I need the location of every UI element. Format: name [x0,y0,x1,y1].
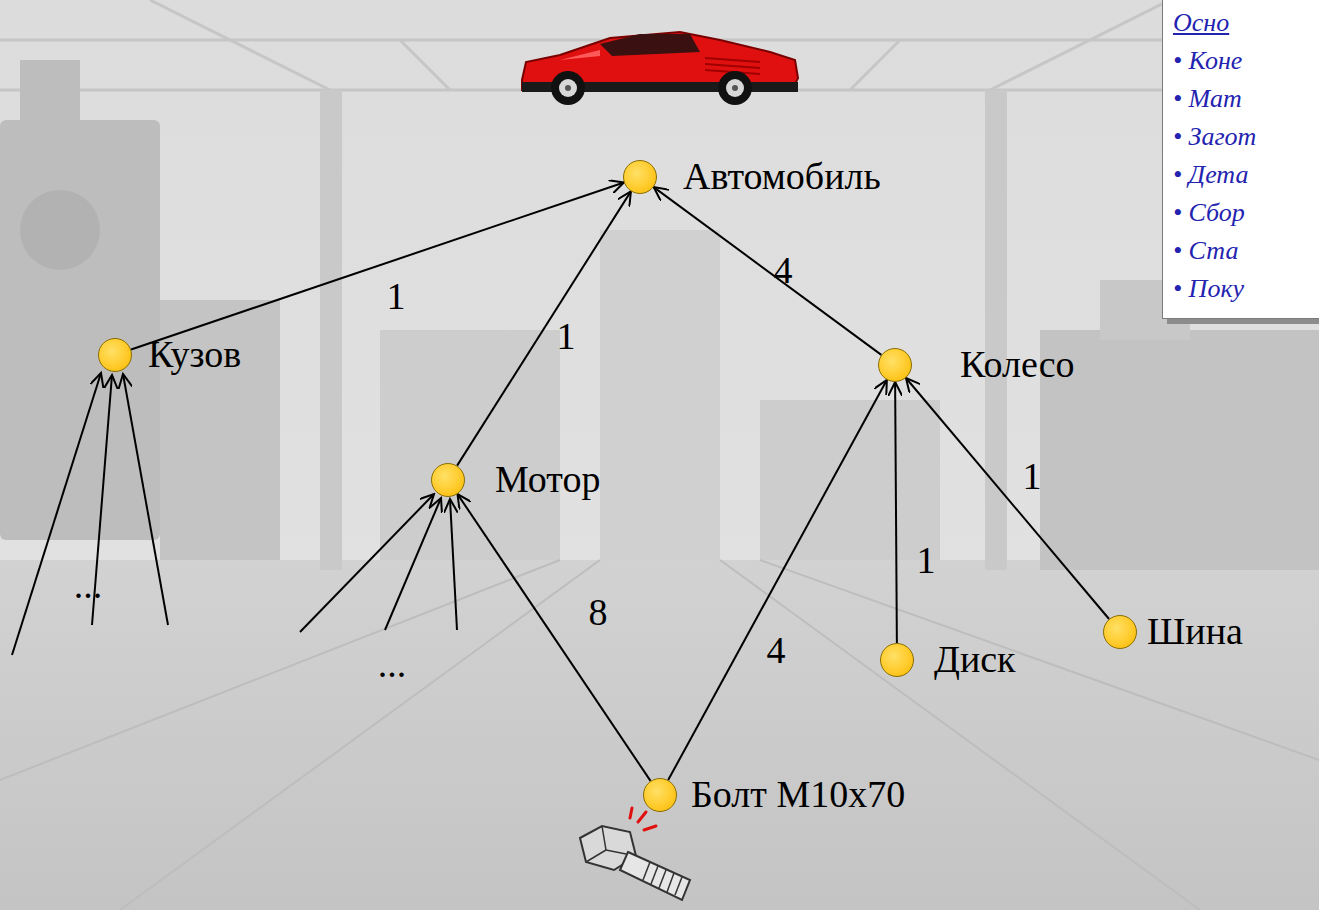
quantity-label: 1 [387,277,406,315]
assembly-arrow [906,378,1109,619]
part-name: Болт М10х70 [691,774,905,816]
part-node: Колесо [878,344,1075,386]
assembly-arrow [895,382,897,643]
part-node: Автомобиль [623,156,881,198]
part-node: Кузов [98,334,241,376]
quantity-label: 4 [774,251,793,289]
quantity-label: 1 [917,541,936,579]
part-circle [623,160,657,194]
assembly-arrow [131,182,624,349]
part-circle [431,463,465,497]
quantity-label: 1 [557,317,576,355]
panel-heading: Осно [1173,4,1319,42]
assembly-arrow [668,380,887,780]
car-illustration [522,32,798,105]
ellipsis-label: ... [74,566,103,604]
ellipsis-label: ... [378,645,407,683]
panel-item: • Сбор [1173,194,1319,232]
part-node: Болт М10х70 [643,774,905,816]
part-circle [880,643,914,677]
part-name: Автомобиль [683,156,881,198]
part-name: Диск [934,639,1016,681]
panel-item: • Мат [1173,80,1319,118]
part-node: Диск [880,639,1016,681]
legend-panel: Осно• Коне• Мат• Загот• Дета• Сбор• Ста•… [1162,0,1319,319]
part-circle [1103,615,1137,649]
quantity-label: 8 [589,593,608,631]
assembly-arrow [457,191,631,465]
panel-item: • Коне [1173,42,1319,80]
part-name: Колесо [960,344,1075,386]
panel-item: • Поку [1173,270,1319,308]
part-name: Шина [1147,611,1243,653]
bolt-illustration [580,808,690,900]
quantity-label: 1 [1023,457,1042,495]
part-circle [643,778,677,812]
part-circle [98,338,132,372]
panel-item: • Дета [1173,156,1319,194]
part-name: Кузов [148,334,241,376]
feeder-lines [12,373,457,655]
quantity-label: 4 [767,631,786,669]
panel-item: • Ста [1173,232,1319,270]
assembly-arrow [457,494,650,781]
part-name: Мотор [495,459,600,501]
assembly-arrow [654,187,882,355]
part-node: Мотор [431,459,600,501]
panel-item: • Загот [1173,118,1319,156]
part-node: Шина [1103,611,1243,653]
part-circle [878,348,912,382]
